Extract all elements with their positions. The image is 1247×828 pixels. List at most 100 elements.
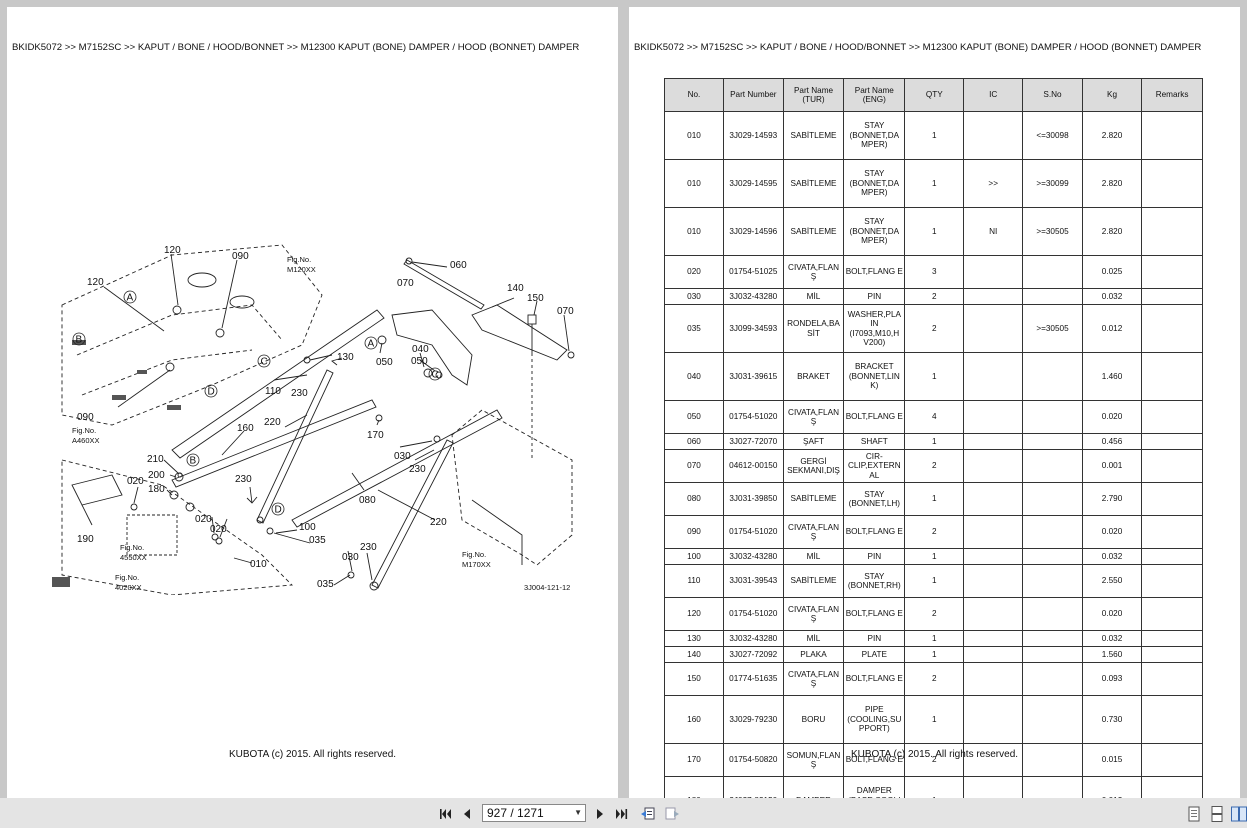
cell-kg: 0.025 bbox=[1081, 255, 1143, 289]
cell-no: 035 bbox=[664, 304, 724, 353]
cell-name-tur: SABİTLEME bbox=[782, 482, 845, 516]
svg-text:030: 030 bbox=[394, 451, 411, 462]
cell-sno bbox=[1022, 400, 1083, 434]
cell-no: 010 bbox=[664, 207, 724, 256]
page-number-select[interactable]: 927 / 1271 ▼ bbox=[482, 804, 586, 822]
cell-no: 020 bbox=[664, 255, 724, 289]
next-page-icon[interactable] bbox=[592, 806, 608, 822]
cell-kg: 0.020 bbox=[1081, 400, 1143, 434]
svg-text:B: B bbox=[190, 456, 197, 467]
cell-sno bbox=[1022, 482, 1083, 516]
cell-no: 090 bbox=[664, 515, 724, 549]
cell-no: 050 bbox=[664, 400, 724, 434]
cell-sno bbox=[1022, 695, 1083, 744]
cell-remarks bbox=[1141, 433, 1203, 450]
svg-text:Fig.No.: Fig.No. bbox=[287, 255, 311, 264]
svg-text:M170XX: M170XX bbox=[462, 560, 491, 569]
cell-part-number: 01754-51025 bbox=[722, 255, 784, 289]
cell-qty: 2 bbox=[904, 662, 965, 696]
cell-name-eng: BOLT,FLANG E bbox=[843, 662, 906, 696]
cell-name-eng: PLATE bbox=[843, 646, 906, 663]
col-header-ic: IC bbox=[963, 78, 1024, 112]
svg-text:B: B bbox=[76, 335, 83, 346]
single-page-view-icon[interactable] bbox=[1186, 806, 1202, 822]
figure-references: Fig.No.M120XX Fig.No.A460XX Fig.No.4550X… bbox=[72, 255, 570, 592]
svg-text:035: 035 bbox=[317, 579, 334, 590]
svg-text:080: 080 bbox=[359, 495, 376, 506]
cell-name-tur: ŞAFT bbox=[782, 433, 845, 450]
svg-text:A460XX: A460XX bbox=[72, 436, 100, 445]
cell-remarks bbox=[1141, 695, 1203, 744]
cell-sno bbox=[1022, 433, 1083, 450]
svg-text:Fig.No.: Fig.No. bbox=[462, 550, 486, 559]
continuous-view-icon[interactable] bbox=[1209, 806, 1225, 822]
cell-sno bbox=[1022, 548, 1083, 565]
cell-name-tur: RONDELA,BA SİT bbox=[782, 304, 845, 353]
cell-no: 070 bbox=[664, 449, 724, 483]
cell-name-eng: BOLT,FLANG E bbox=[843, 743, 906, 777]
svg-text:A: A bbox=[368, 339, 375, 350]
cell-part-number: 04612-00150 bbox=[722, 449, 784, 483]
cell-no: 110 bbox=[664, 564, 724, 598]
cell-sno bbox=[1022, 515, 1083, 549]
facing-view-icon[interactable] bbox=[1231, 806, 1247, 822]
cell-name-tur: MİL bbox=[782, 548, 845, 565]
cell-sno bbox=[1022, 597, 1083, 631]
pipe-160 bbox=[171, 399, 377, 488]
cell-kg: 0.730 bbox=[1081, 695, 1143, 744]
shaft-060 bbox=[403, 259, 485, 310]
cell-name-tur: SABİTLEME bbox=[782, 207, 845, 256]
cell-name-eng: PIPE (COOLING,SU PPORT) bbox=[843, 695, 906, 744]
svg-text:150: 150 bbox=[527, 293, 544, 304]
last-page-icon[interactable] bbox=[614, 806, 630, 822]
cell-ic bbox=[963, 288, 1024, 305]
prev-page-icon[interactable] bbox=[459, 806, 475, 822]
cell-qty: 1 bbox=[904, 433, 965, 450]
cell-qty: 1 bbox=[904, 352, 965, 401]
cell-name-tur: CIVATA,FLAN Ş bbox=[782, 400, 845, 434]
svg-text:050: 050 bbox=[376, 357, 393, 368]
cell-ic bbox=[963, 630, 1024, 647]
svg-text:D: D bbox=[208, 387, 215, 398]
cell-name-eng: STAY (BONNET,LH) bbox=[843, 482, 906, 516]
col-header-qty: QTY bbox=[904, 78, 965, 112]
cell-qty: 2 bbox=[904, 449, 965, 483]
svg-text:070: 070 bbox=[397, 278, 414, 289]
cell-name-eng: STAY (BONNET,DA MPER) bbox=[843, 159, 906, 208]
go-forward-icon[interactable] bbox=[664, 806, 680, 822]
svg-text:090: 090 bbox=[77, 412, 94, 423]
cell-part-number: 3J027-72070 bbox=[722, 433, 784, 450]
cell-part-number: 3J032-43280 bbox=[722, 548, 784, 565]
cell-remarks bbox=[1141, 304, 1203, 353]
cell-part-number: 3J029-14596 bbox=[722, 207, 784, 256]
cell-name-eng: BRACKET (BONNET,LIN K) bbox=[843, 352, 906, 401]
circled-letters: A B C D A B C D bbox=[72, 290, 442, 516]
svg-text:050: 050 bbox=[411, 356, 428, 367]
svg-text:100: 100 bbox=[299, 522, 316, 533]
cell-part-number: 3J031-39850 bbox=[722, 482, 784, 516]
cell-ic bbox=[963, 695, 1024, 744]
svg-text:110: 110 bbox=[265, 386, 281, 397]
cell-qty: 2 bbox=[904, 304, 965, 353]
cell-sno: <=30098 bbox=[1022, 111, 1083, 160]
cell-ic bbox=[963, 564, 1024, 598]
cell-sno bbox=[1022, 352, 1083, 401]
cell-sno: >=30505 bbox=[1022, 207, 1083, 256]
cell-ic bbox=[963, 304, 1024, 353]
cell-kg: 0.032 bbox=[1081, 630, 1143, 647]
first-page-icon[interactable] bbox=[437, 806, 453, 822]
cell-no: 010 bbox=[664, 159, 724, 208]
svg-text:060: 060 bbox=[450, 260, 467, 271]
cell-ic bbox=[963, 255, 1024, 289]
go-back-icon[interactable] bbox=[640, 806, 656, 822]
cell-kg: 0.012 bbox=[1081, 304, 1143, 353]
svg-text:230: 230 bbox=[235, 474, 252, 485]
cell-kg: 2.550 bbox=[1081, 564, 1143, 598]
cell-kg: 0.015 bbox=[1081, 743, 1143, 777]
cell-no: 160 bbox=[664, 695, 724, 744]
copyright-footer: KUBOTA (c) 2015. All rights reserved. bbox=[228, 749, 397, 760]
